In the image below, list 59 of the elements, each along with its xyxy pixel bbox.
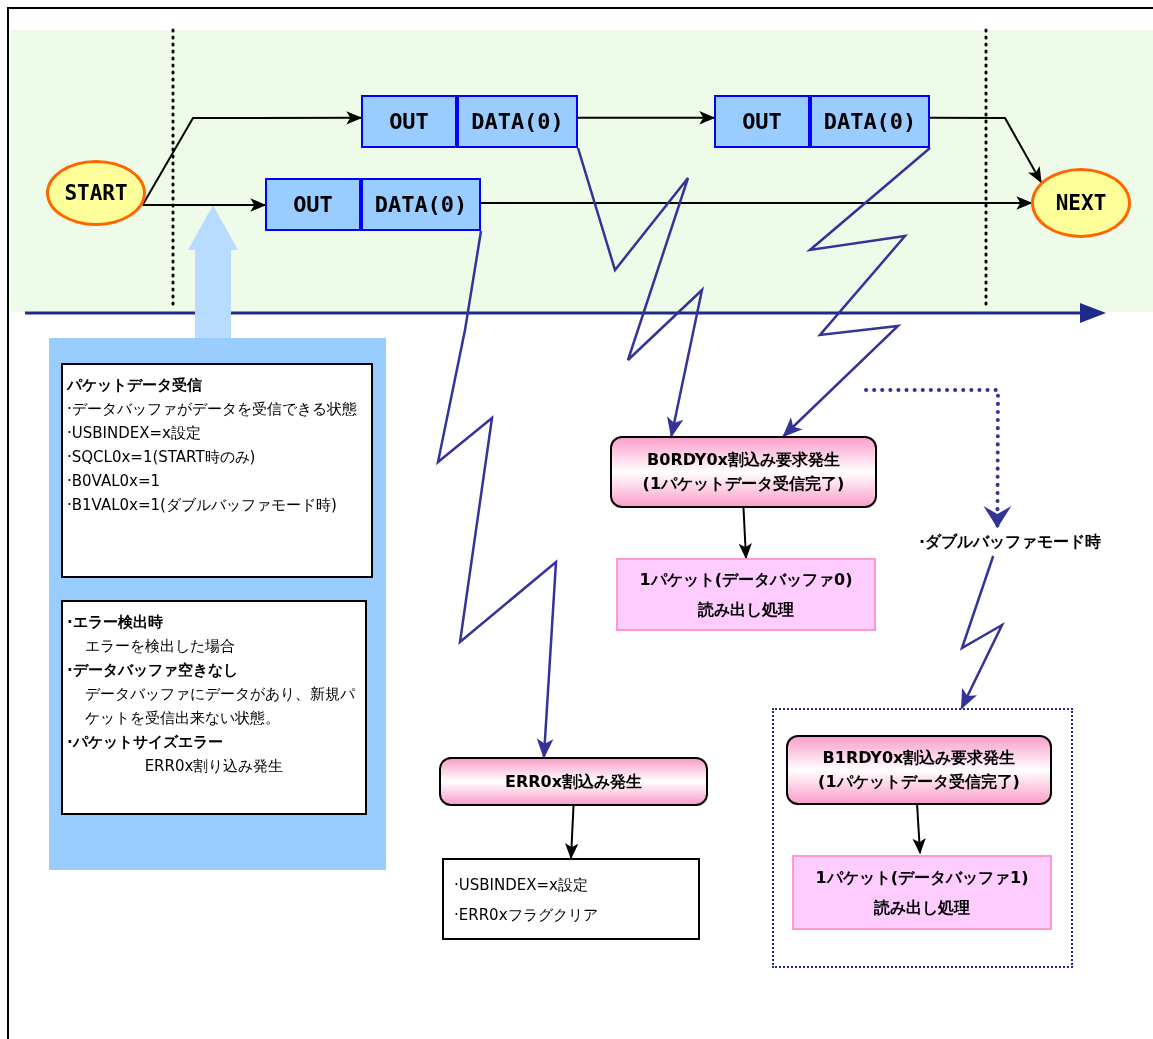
interrupt-label: B0RDY0x割込み要求発生	[647, 449, 840, 471]
dotted-group	[772, 708, 1073, 968]
packet-label: OUT	[389, 109, 429, 134]
process-label: 1パケット(データバッファ0)読み出し処理	[639, 568, 853, 621]
interrupt-box	[439, 757, 708, 806]
terminal-label: NEXT	[1055, 191, 1107, 215]
arrow	[480, 196, 1033, 210]
note-text: ·データバッファがデータを受信できる状態	[67, 399, 358, 420]
arrow	[577, 111, 716, 125]
action-box	[442, 858, 700, 940]
interrupt-label: (1パケットデータ受信完了)	[642, 473, 845, 495]
action-text: ·ERR0xフラグクリア	[454, 905, 599, 926]
packet-label: OUT	[293, 192, 333, 217]
note-text: データバッファにデータがあり、新規パケットを受信出来ない状態。	[84, 684, 356, 729]
interrupt-label: B1RDY0x割込み要求発生	[822, 747, 1016, 769]
packet-label: DATA(0)	[374, 192, 468, 217]
note-text: エラーを検出した場合	[84, 636, 236, 657]
note-box	[61, 363, 373, 578]
packet-label: DATA(0)	[471, 109, 564, 134]
interrupt-box	[786, 735, 1052, 805]
note-heading: ·パケットサイズエラー	[67, 732, 224, 753]
info-panel	[49, 338, 386, 870]
packet-field	[361, 178, 481, 231]
note-text: ERR0x割り込み発生	[143, 756, 285, 777]
note-text: ·USBINDEX=x設定	[67, 423, 202, 444]
packet-field	[457, 95, 578, 148]
interrupt-label: (1パケットデータ受信完了)	[818, 771, 1020, 793]
zigzag-arrow	[782, 147, 931, 438]
packet-field	[714, 95, 810, 148]
note-heading: ·データバッファ空きなし	[67, 660, 239, 681]
note-text: ·SQCL0x=1(START時のみ)	[67, 447, 257, 468]
packet-field	[810, 95, 930, 148]
packet-field	[265, 178, 361, 231]
note-text: ·B1VAL0x=1(ダブルバッファモード時)	[67, 495, 338, 516]
interrupt-label: ERR0x割込み発生	[505, 770, 642, 793]
arrow	[141, 198, 267, 212]
mode-label: ·ダブルバッファモード時	[918, 531, 1102, 553]
zigzag-arrow	[436, 230, 558, 759]
action-text: ·USBINDEX=x設定	[454, 875, 589, 896]
note-text: ·B0VAL0x=1	[67, 471, 162, 492]
note-box	[61, 600, 367, 815]
process-box	[616, 558, 876, 631]
interrupt-box	[610, 436, 877, 508]
packet-label: OUT	[742, 109, 782, 134]
packet-field	[361, 95, 457, 148]
arrow	[912, 802, 926, 855]
arrow	[565, 805, 579, 860]
process-box	[792, 855, 1052, 930]
zigzag-arrow	[576, 147, 705, 438]
process-label: 1パケット(データバッファ1)読み出し処理	[815, 866, 1029, 919]
note-heading: ·エラー検出時	[67, 612, 164, 633]
arrow	[738, 507, 752, 560]
note-heading: パケットデータ受信	[67, 375, 203, 396]
packet-label: DATA(0)	[823, 109, 917, 134]
arrow	[929, 116, 1042, 184]
zigzag-arrow	[959, 555, 1005, 710]
dotted-arrow	[864, 388, 1012, 530]
terminal-label: START	[64, 181, 128, 205]
arrow	[141, 111, 363, 206]
